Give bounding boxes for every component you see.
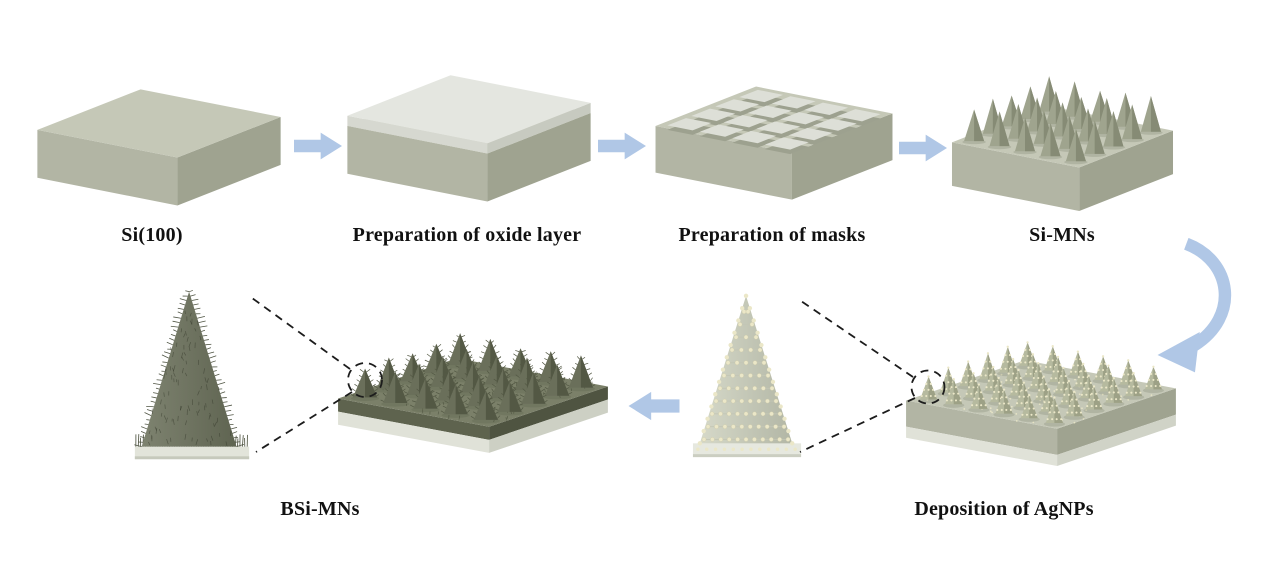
dark-layer-right xyxy=(489,386,608,440)
substrate-right xyxy=(1057,414,1176,466)
oxide-layer-top xyxy=(347,75,591,144)
oxide-block-illustration xyxy=(347,75,591,202)
pyramid-base-slab-edge xyxy=(692,454,802,458)
dashed-line xyxy=(255,391,353,453)
bsimns-pyramid-zoom xyxy=(134,290,250,460)
oxide-layer-right xyxy=(487,102,591,154)
substrate-left xyxy=(338,411,490,453)
block-right-face xyxy=(487,112,591,202)
block-right-face xyxy=(791,113,893,200)
block-right-face xyxy=(1057,388,1176,455)
label-agnps: Deposition of AgNPs xyxy=(914,498,1094,520)
mask-pad-array xyxy=(667,89,881,155)
substrate-right xyxy=(489,399,608,453)
pyramid-body xyxy=(699,295,793,444)
bsimns-block-illustration xyxy=(338,333,608,453)
dashed-circle-agnps xyxy=(910,369,946,405)
block-left-face xyxy=(951,142,1080,211)
dashed-line xyxy=(251,297,351,370)
label-masks: Preparation of masks xyxy=(678,224,866,246)
agnps-block-illustration xyxy=(906,341,1176,466)
label-oxide: Preparation of oxide layer xyxy=(352,224,582,246)
dashed-line xyxy=(797,298,914,378)
block-left-face xyxy=(906,400,1058,455)
label-si100: Si(100) xyxy=(121,224,183,246)
block-left-face xyxy=(347,125,488,202)
block-left-face xyxy=(37,129,178,206)
agnps-pyramid-zoom xyxy=(692,293,802,458)
block-left-face xyxy=(655,126,792,200)
arrow-right-icon xyxy=(899,134,947,162)
curved-arrow-icon xyxy=(1157,238,1232,373)
pyramid-base-slab xyxy=(692,443,802,458)
nanoparticle-dots xyxy=(696,293,797,452)
block-top-face xyxy=(37,89,281,158)
pyramid-base-slab xyxy=(134,446,250,460)
masks-block-illustration xyxy=(655,86,893,200)
nanowire-hairs xyxy=(134,290,244,448)
simns-block-illustration xyxy=(951,76,1174,211)
block-right-face xyxy=(1079,130,1174,211)
si100-block-illustration xyxy=(37,89,281,206)
arrow-left-icon xyxy=(628,391,680,421)
arrow-right-icon xyxy=(598,132,646,160)
block-right-face xyxy=(177,116,281,206)
substrate-left xyxy=(906,426,1058,466)
arrow-right-icon xyxy=(294,132,342,160)
dashed-line xyxy=(799,397,916,453)
dark-layer-left xyxy=(338,398,490,440)
dashed-circle-bsimns xyxy=(347,362,383,398)
label-simns: Si-MNs xyxy=(1029,224,1095,246)
agnps-cone-array xyxy=(917,341,1164,427)
oxide-layer-left xyxy=(347,115,488,154)
label-bsimns: BSi-MNs xyxy=(280,498,360,520)
pyramid-base-slab-edge xyxy=(134,456,250,460)
